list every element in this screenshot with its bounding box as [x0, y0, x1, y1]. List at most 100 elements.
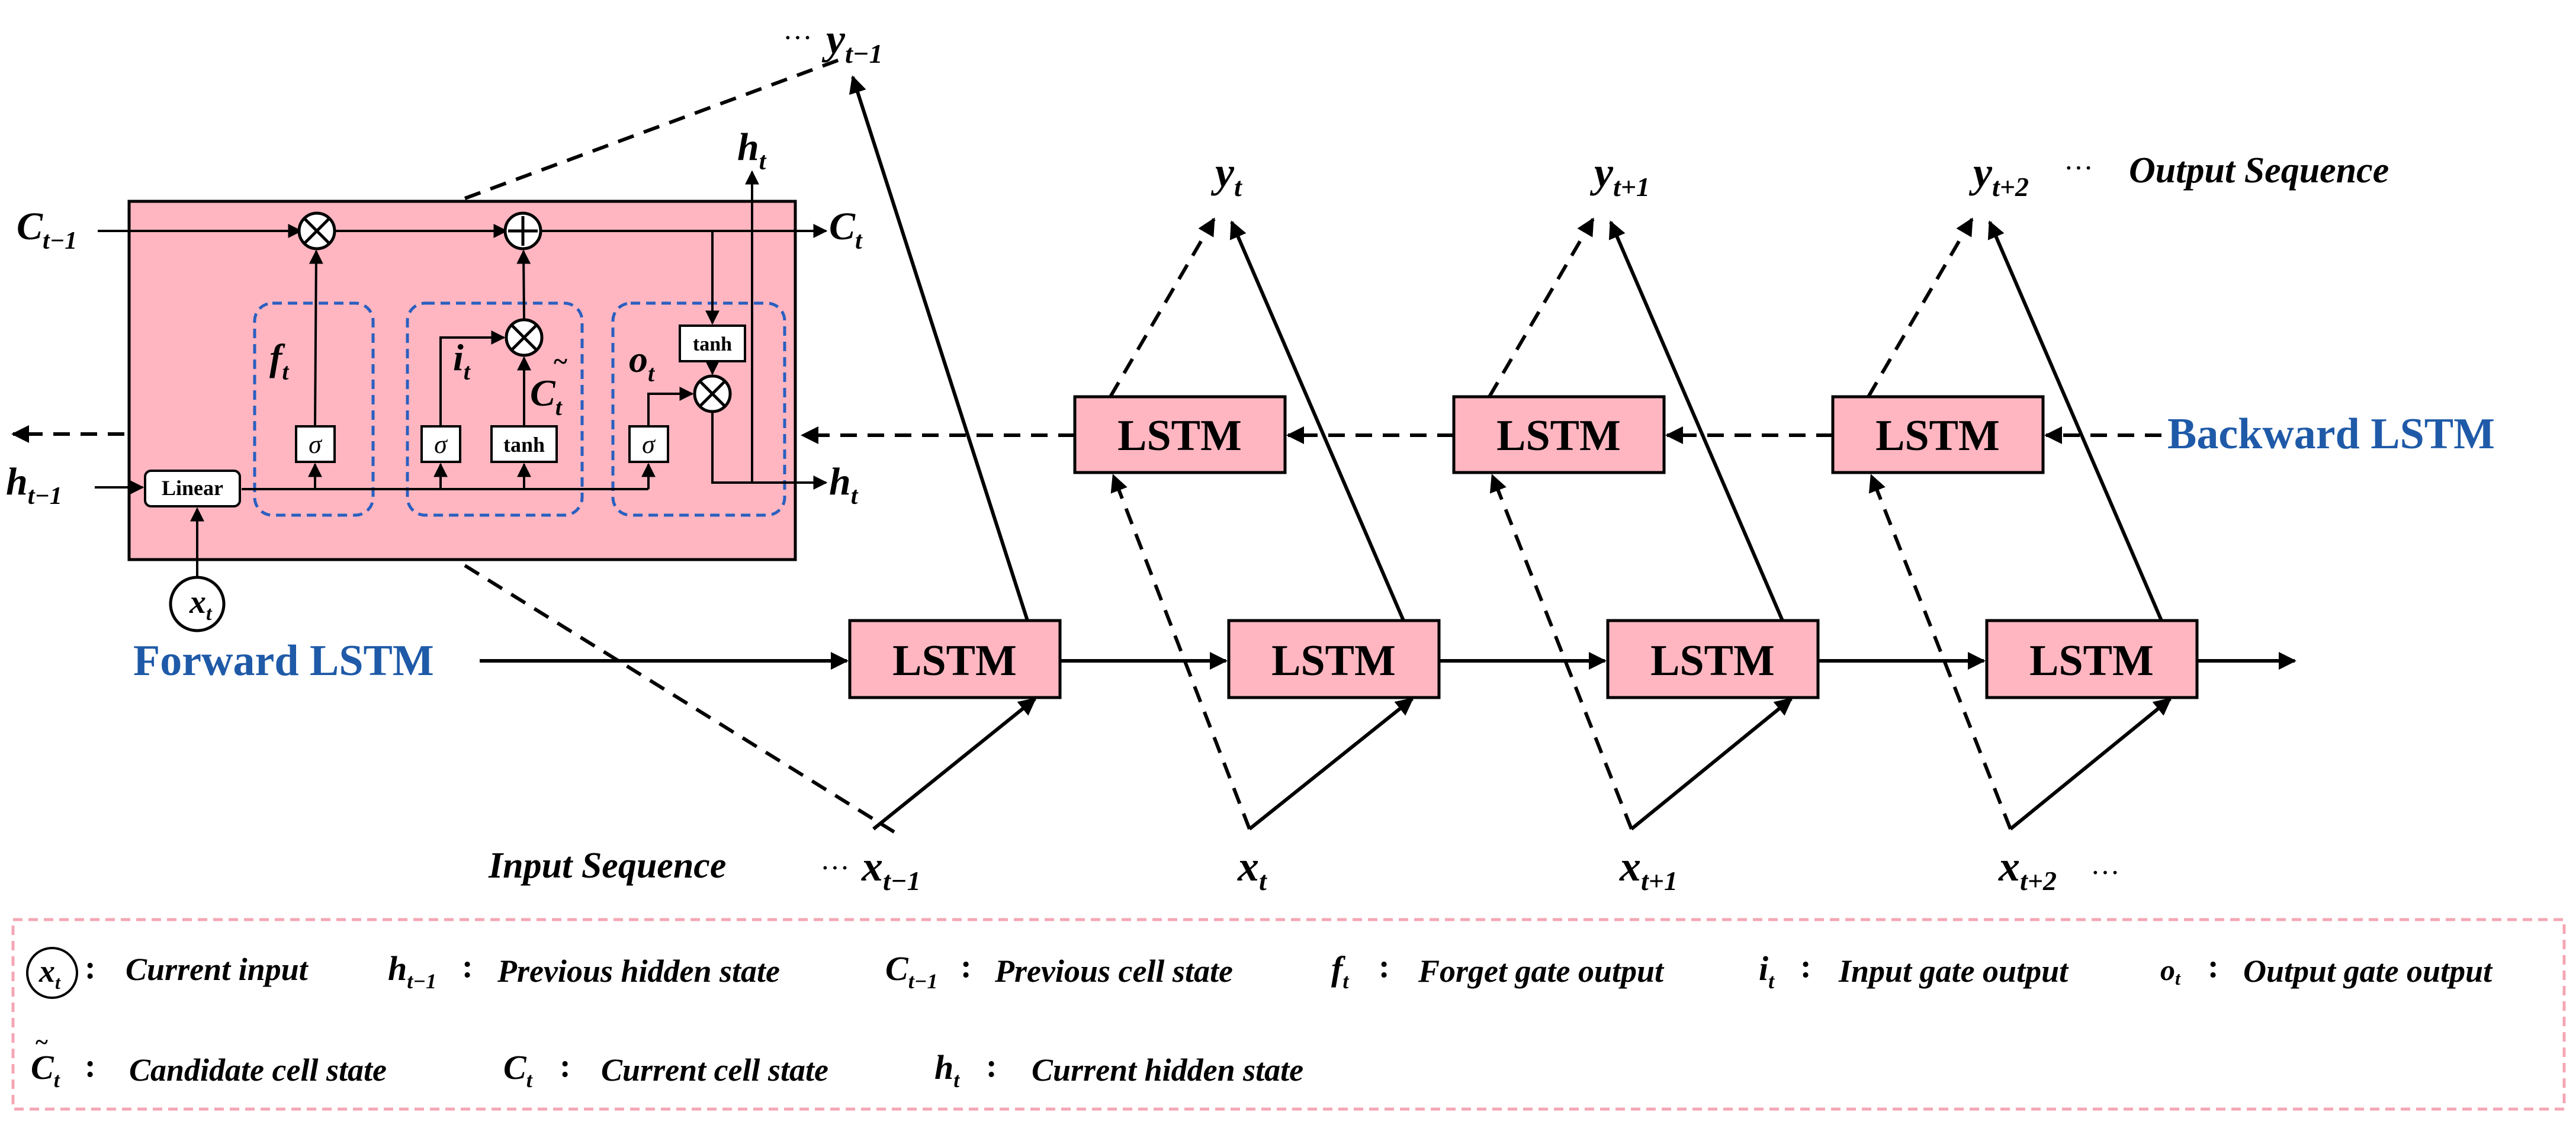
lstm-cell-detail: σ σ tanh σ tanh Li	[6, 126, 863, 632]
forward-row: Forward LSTM LSTM LSTM LSTM LSTM	[133, 619, 2296, 699]
forward-lstm-3: LSTM	[1606, 619, 1820, 699]
o-gate-label: ot	[629, 338, 656, 387]
svg-text::: :	[961, 948, 972, 985]
forward-lstm-2: LSTM	[1227, 619, 1441, 699]
output-multiply-op	[693, 374, 732, 413]
input-ellipsis-right: ···	[2090, 856, 2120, 889]
input-x-t-plus-2: xt+2	[1998, 843, 2057, 896]
svg-text:Current hidden state: Current hidden state	[1032, 1052, 1303, 1088]
svg-text::: :	[986, 1048, 997, 1084]
output-sequence-label: Output Sequence	[2129, 150, 2389, 191]
svg-text:Current cell state: Current cell state	[601, 1052, 828, 1088]
forget-multiply-op	[297, 211, 336, 250]
svg-text:ht: ht	[934, 1048, 960, 1092]
svg-text::: :	[462, 948, 473, 985]
input-multiply-op	[505, 318, 544, 357]
svg-text:Ct−1: Ct−1	[885, 949, 938, 993]
input-x-t-plus-1: xt+1	[1619, 843, 1678, 896]
linear-label: Linear	[162, 476, 223, 500]
xt-input-label: xt	[189, 584, 213, 625]
legend-item-c-tilde: ~ Ct : Candidate cell state	[31, 1029, 387, 1092]
c-prev-label: Ct−1	[17, 205, 77, 255]
legend-item-h-prev: ht−1 : Previous hidden state	[388, 948, 780, 993]
output-sequence: ··· yt−1 yt yt+1 yt+2 ··· Output Sequenc…	[783, 15, 2389, 202]
input-sigma-label: σ	[434, 430, 448, 459]
c-tilde-label: Ct	[530, 372, 563, 420]
output-y-t-minus-1: yt−1	[821, 15, 883, 69]
forget-sigma-box	[295, 425, 336, 463]
svg-text::: :	[85, 1048, 96, 1084]
candidate-tanh-box	[490, 425, 558, 463]
backward-lstm-4: LSTM	[1831, 395, 2045, 474]
c-curr-label: Ct	[829, 205, 863, 255]
backward-lstm-label: Backward LSTM	[2167, 410, 2495, 458]
legend-item-ft: ft : Forget gate output	[1331, 948, 1665, 993]
legend-item-ot: ot : Output gate output	[2160, 948, 2493, 989]
forget-gate-box	[253, 301, 375, 517]
svg-text:Output gate output: Output gate output	[2243, 953, 2493, 989]
legend-item-h-curr: ht : Current hidden state	[934, 1048, 1303, 1092]
svg-text:ht−1: ht−1	[388, 949, 436, 993]
forward-lstm-label: Forward LSTM	[133, 637, 434, 685]
svg-text::: :	[1379, 948, 1390, 985]
forward-lstm-2-label: LSTM	[1271, 637, 1396, 685]
svg-text:Input gate output: Input gate output	[1838, 953, 2069, 989]
svg-text::: :	[2208, 948, 2219, 985]
legend-item-xt: xt : Current input	[26, 947, 309, 999]
svg-text::: :	[85, 949, 96, 986]
linear-box	[144, 470, 241, 507]
h-out-top-label: ht	[737, 126, 767, 175]
legend-item-it: it : Input gate output	[1759, 948, 2069, 993]
output-y-t: yt	[1210, 149, 1242, 202]
forward-lstm-4-label: LSTM	[2029, 637, 2154, 685]
forget-sigma-label: σ	[309, 430, 323, 459]
output-y-t-plus-2: yt+2	[1968, 149, 2029, 202]
svg-text:Current input: Current input	[126, 952, 309, 987]
svg-text:Ct: Ct	[503, 1048, 533, 1092]
svg-text:Previous cell state: Previous cell state	[994, 953, 1233, 989]
input-x-t-minus-1: xt−1	[861, 843, 921, 896]
backward-lstm-2-label: LSTM	[1117, 412, 1242, 460]
input-x-t: xt	[1237, 843, 1267, 896]
cell-tanh-box	[679, 324, 746, 362]
svg-text:Candidate cell state: Candidate cell state	[129, 1052, 387, 1088]
backward-lstm-3-label: LSTM	[1496, 412, 1621, 460]
cell-add-op	[503, 211, 542, 250]
svg-text:~: ~	[36, 1029, 48, 1055]
input-gate-box	[406, 301, 584, 517]
input-sequence-label: Input Sequence	[488, 846, 726, 886]
i-gate-label: it	[453, 336, 471, 385]
input-ellipsis-left: ···	[820, 851, 850, 884]
backward-lstm-2: LSTM	[1073, 395, 1287, 474]
candidate-tanh-label: tanh	[503, 433, 545, 457]
svg-text:it: it	[1759, 949, 1775, 993]
cell-tanh-label: tanh	[693, 333, 732, 355]
output-ellipsis-right: ···	[2064, 151, 2093, 184]
legend-item-c-curr: Ct : Current cell state	[503, 1048, 828, 1092]
legend-item-c-prev: Ct−1 : Previous cell state	[885, 948, 1233, 993]
svg-text:Forget gate output: Forget gate output	[1418, 953, 1665, 989]
c-tilde-mark: ~	[554, 347, 567, 376]
svg-text::: :	[1800, 948, 1811, 985]
svg-text:Previous hidden state: Previous hidden state	[497, 953, 780, 989]
backward-lstm-3: LSTM	[1452, 395, 1666, 474]
forward-lstm-1: LSTM	[848, 619, 1062, 699]
xt-input-circle	[169, 576, 226, 632]
h-out-right-label: ht	[829, 460, 859, 510]
backward-row: Backward LSTM LSTM LSTM LSTM	[801, 395, 2495, 474]
legend: xt : Current input ht−1 : Previous hidde…	[11, 918, 2566, 1111]
input-sigma-box	[420, 425, 461, 463]
output-gate-box	[611, 301, 786, 517]
svg-text:Ct: Ct	[31, 1048, 60, 1092]
input-sequence: Input Sequence ··· xt−1 xt xt+1 xt+2 ···	[488, 843, 2120, 896]
forward-lstm-4: LSTM	[1985, 619, 2199, 699]
output-y-t-plus-1: yt+1	[1589, 149, 1650, 202]
backward-lstm-4-label: LSTM	[1875, 412, 2000, 460]
h-prev-label: ht−1	[6, 460, 62, 510]
forward-lstm-1-label: LSTM	[892, 637, 1017, 685]
forward-lstm-3-label: LSTM	[1650, 637, 1775, 685]
svg-text:ot: ot	[2160, 953, 2181, 989]
svg-text:ft: ft	[1331, 949, 1349, 993]
svg-text::: :	[560, 1048, 571, 1084]
